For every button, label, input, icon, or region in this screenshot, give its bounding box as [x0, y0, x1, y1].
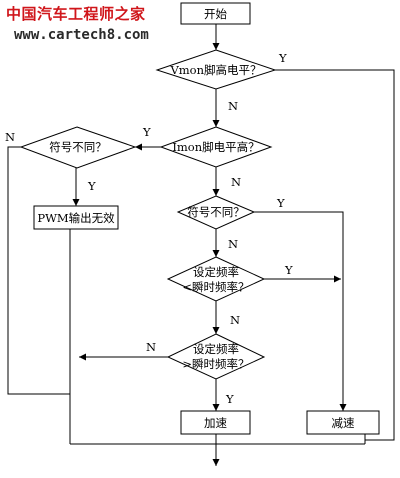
- set-less-no-label: N: [230, 313, 240, 327]
- sign-no-label: N: [228, 237, 238, 251]
- set-greater-label-2: >瞬时频率？: [182, 357, 249, 371]
- set-less-label-1: 设定频率: [193, 265, 239, 279]
- left-yes-label: Y: [87, 179, 96, 193]
- set-greater-decision: [166, 333, 266, 380]
- vmon-yes-label: Y: [278, 51, 287, 65]
- watermark-title: 中国汽车工程师之家: [6, 5, 146, 23]
- pwm-box: [33, 205, 119, 230]
- accelerate-label: 加速: [204, 416, 227, 430]
- start-label: 开始: [204, 7, 227, 21]
- left-sign-label: 符号不同？: [49, 140, 107, 154]
- edge-left-no: [7, 146, 70, 395]
- set-greater-no-label: N: [146, 340, 156, 354]
- start-box: [180, 2, 251, 25]
- imon-yes-label: Y: [142, 125, 151, 139]
- set-less-decision: [166, 256, 266, 302]
- sign-decision: [176, 195, 256, 230]
- accelerate-box: [180, 410, 251, 435]
- set-less-label-2: <瞬时频率？: [182, 280, 249, 294]
- edge-vmon-yes: [275, 69, 395, 441]
- sign-label: 符号不同？: [187, 205, 245, 219]
- decelerate-label: 减速: [332, 416, 355, 430]
- imon-label: Imon脚电平高？: [172, 140, 259, 154]
- sign-yes-label: Y: [276, 196, 285, 210]
- set-greater-label-1: 设定频率: [193, 342, 239, 356]
- set-less-yes-label: Y: [284, 263, 293, 277]
- edge-sign-yes: [254, 211, 344, 411]
- set-greater-yes-label: Y: [225, 392, 234, 406]
- decelerate-box: [306, 410, 380, 435]
- pwm-label: PWM输出无效: [37, 211, 115, 225]
- vmon-decision: [155, 49, 277, 90]
- vmon-no-label: N: [228, 99, 238, 113]
- left-sign-decision: [19, 126, 137, 169]
- connector-lines: [7, 24, 395, 466]
- imon-no-label: N: [231, 175, 241, 189]
- watermark-url: www.cartech8.com: [14, 27, 149, 43]
- vmon-label: Vmon脚高电平？: [169, 63, 261, 77]
- left-no-label: N: [5, 130, 15, 144]
- imon-decision: [159, 126, 273, 168]
